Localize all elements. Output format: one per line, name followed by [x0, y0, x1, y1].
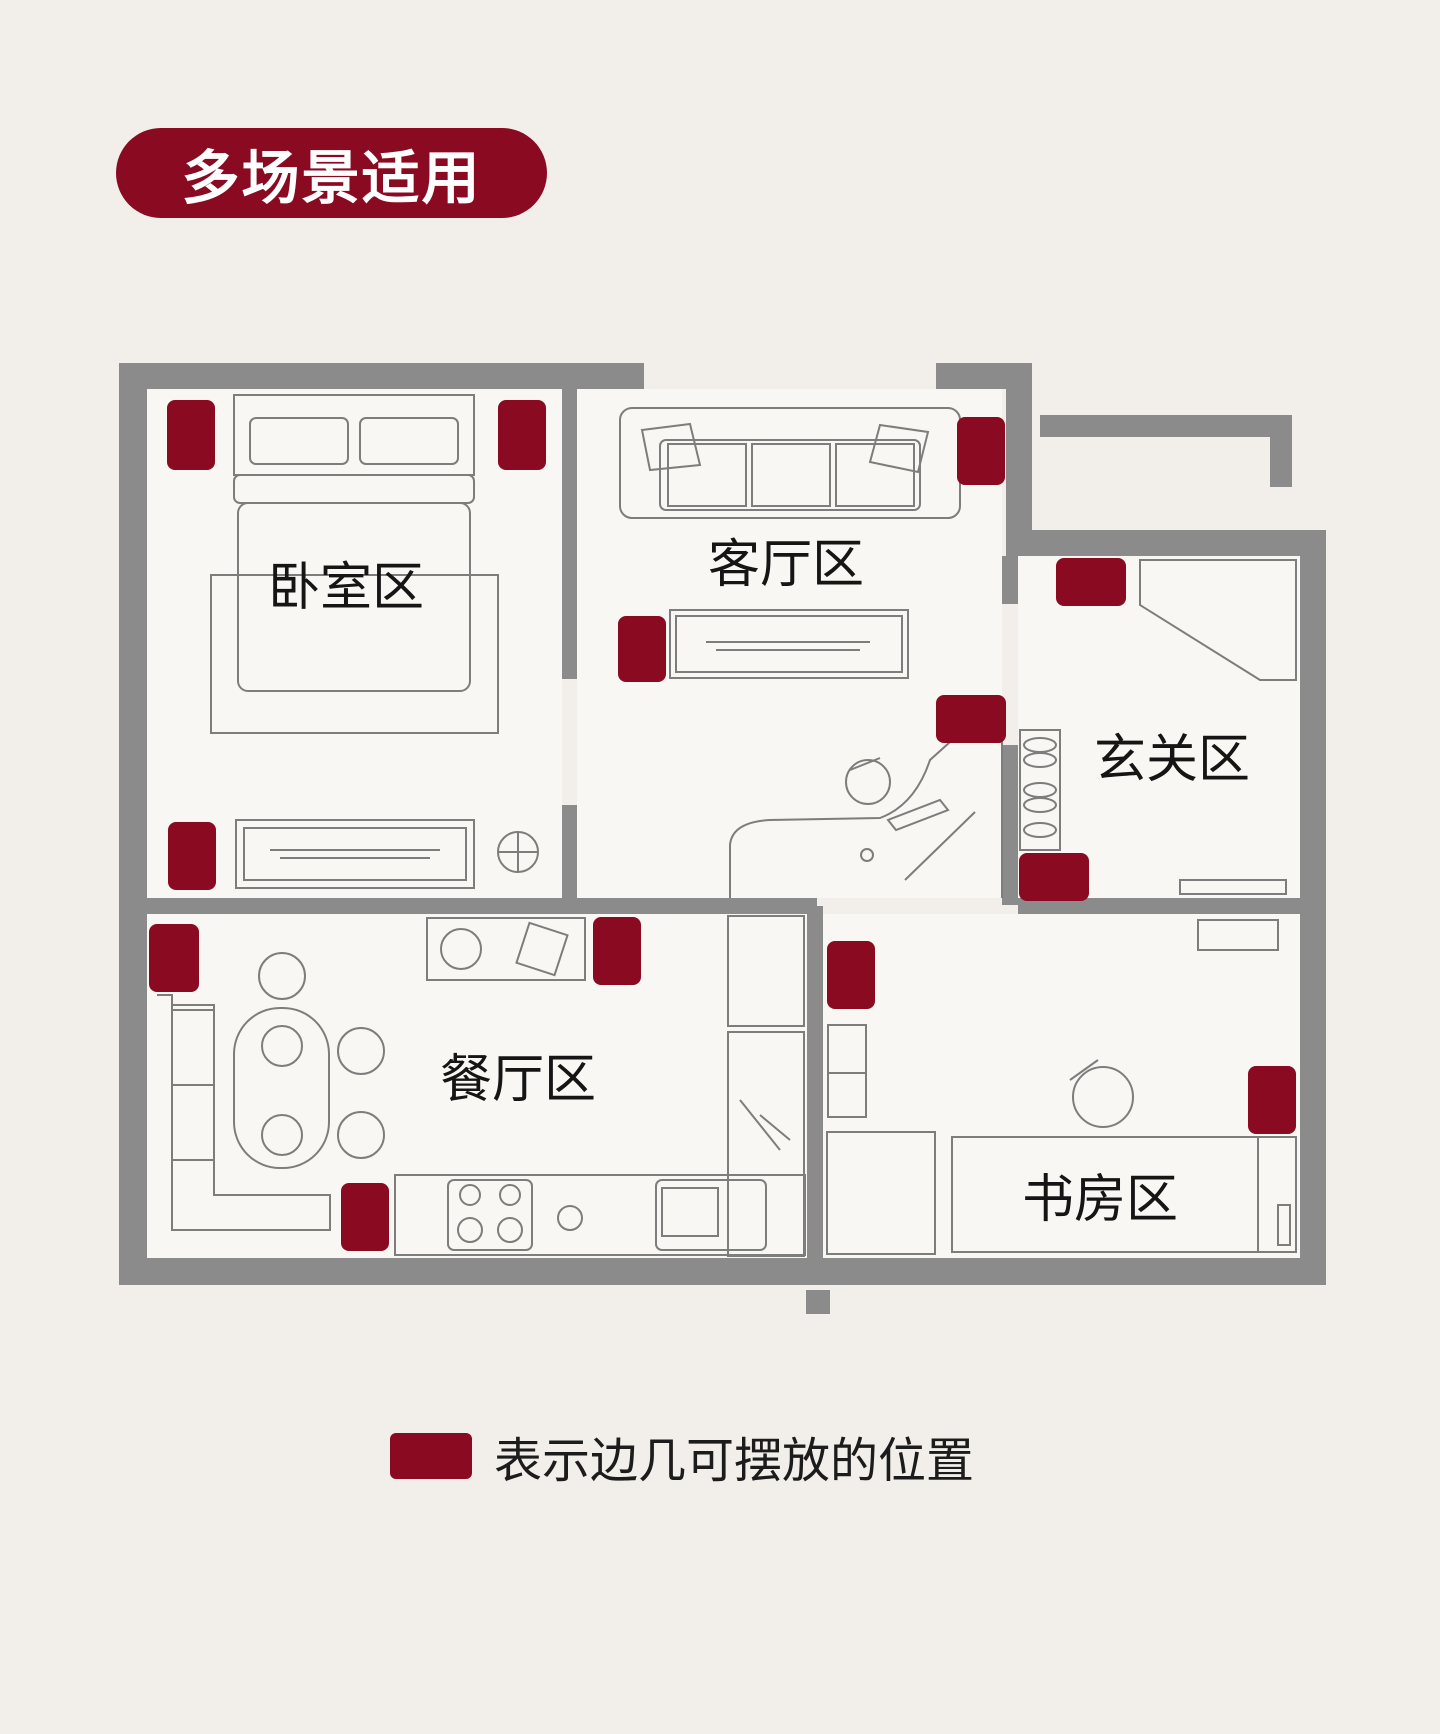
floors: [147, 389, 1300, 1258]
marker-dining-3: [341, 1183, 389, 1251]
title-badge: 多场景适用: [116, 128, 547, 218]
marker-living-3: [936, 695, 1006, 743]
marker-living-2: [618, 616, 666, 682]
marker-study-2: [1248, 1066, 1296, 1134]
walls: [119, 363, 1326, 1314]
legend-swatch: [390, 1433, 472, 1479]
marker-bedroom-2: [498, 400, 546, 470]
furniture: [157, 394, 1297, 1257]
room-label-entry: 玄关区: [1094, 730, 1250, 790]
room-label-living: 客厅区: [708, 535, 864, 595]
legend: 表示边几可摆放的位置: [390, 1430, 974, 1489]
marker-living-1: [957, 417, 1005, 485]
marker-dining-1: [149, 924, 199, 992]
room-label-dining: 餐厅区: [440, 1050, 596, 1110]
marker-entry-2: [1019, 853, 1089, 901]
side-table-markers: [149, 400, 1296, 1251]
marker-bedroom-1: [167, 400, 215, 470]
marker-bedroom-3: [168, 822, 216, 890]
room-label-study: 书房区: [1022, 1170, 1178, 1230]
marker-entry-1: [1056, 558, 1126, 606]
room-label-bedroom: 卧室区: [268, 558, 424, 618]
marker-study-1: [827, 941, 875, 1009]
legend-text: 表示边几可摆放的位置: [494, 1433, 975, 1489]
marker-dining-2: [593, 917, 641, 985]
